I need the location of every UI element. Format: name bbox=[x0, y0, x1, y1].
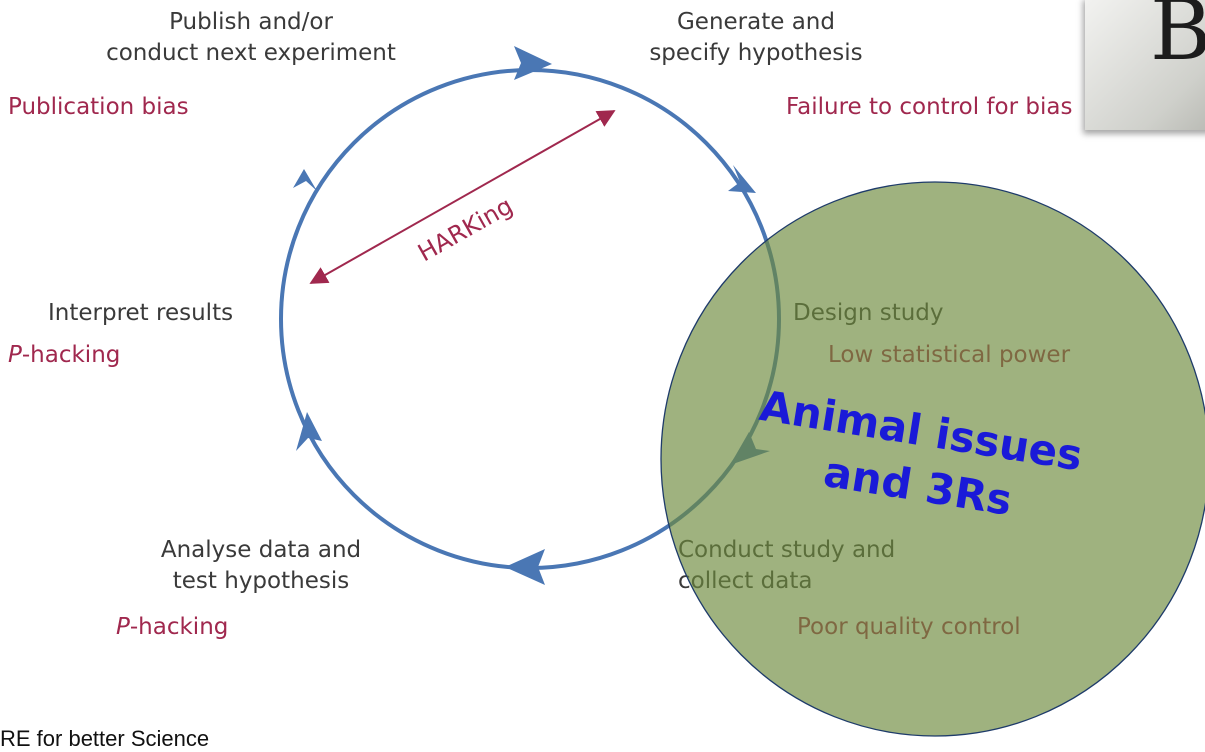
bias-phacking-left: P-hacking bbox=[8, 340, 120, 371]
bias-publication: Publication bias bbox=[8, 94, 189, 120]
footer-text: RE for better Science bbox=[0, 726, 210, 751]
arrowhead-upper-right bbox=[728, 165, 756, 193]
arrowhead-lower-left bbox=[296, 412, 322, 451]
bias-quality: Poor quality control bbox=[797, 614, 1021, 640]
label-interpret: Interpret results bbox=[48, 300, 234, 326]
label-design: Design study bbox=[793, 300, 944, 326]
label-conduct: Conduct study and collect data bbox=[678, 537, 896, 594]
corner-image bbox=[1085, 0, 1205, 130]
phacking-rest: -hacking bbox=[129, 614, 229, 640]
bias-phacking-bottom: P-hacking bbox=[116, 612, 228, 643]
p-italic: P bbox=[116, 614, 130, 640]
arrowhead-top bbox=[514, 46, 552, 80]
arrowhead-lower-right bbox=[730, 432, 770, 465]
label-publish: Publish and/or conduct next experiment bbox=[106, 9, 396, 66]
phacking-rest: -hacking bbox=[21, 342, 121, 368]
arrowhead-upper-left bbox=[293, 169, 317, 191]
arrowhead-bottom bbox=[505, 549, 545, 585]
harking-label: HARKing bbox=[413, 192, 517, 268]
label-generate: Generate and specify hypothesis bbox=[649, 9, 863, 66]
harking-arrow bbox=[309, 110, 616, 284]
p-italic: P bbox=[8, 342, 22, 368]
corner-letter: B bbox=[1150, 0, 1205, 79]
label-analyse: Analyse data and test hypothesis bbox=[160, 537, 362, 594]
bias-low-power: Low statistical power bbox=[828, 342, 1071, 368]
cycle-ring bbox=[279, 68, 781, 570]
bias-failure: Failure to control for bias bbox=[786, 94, 1073, 120]
